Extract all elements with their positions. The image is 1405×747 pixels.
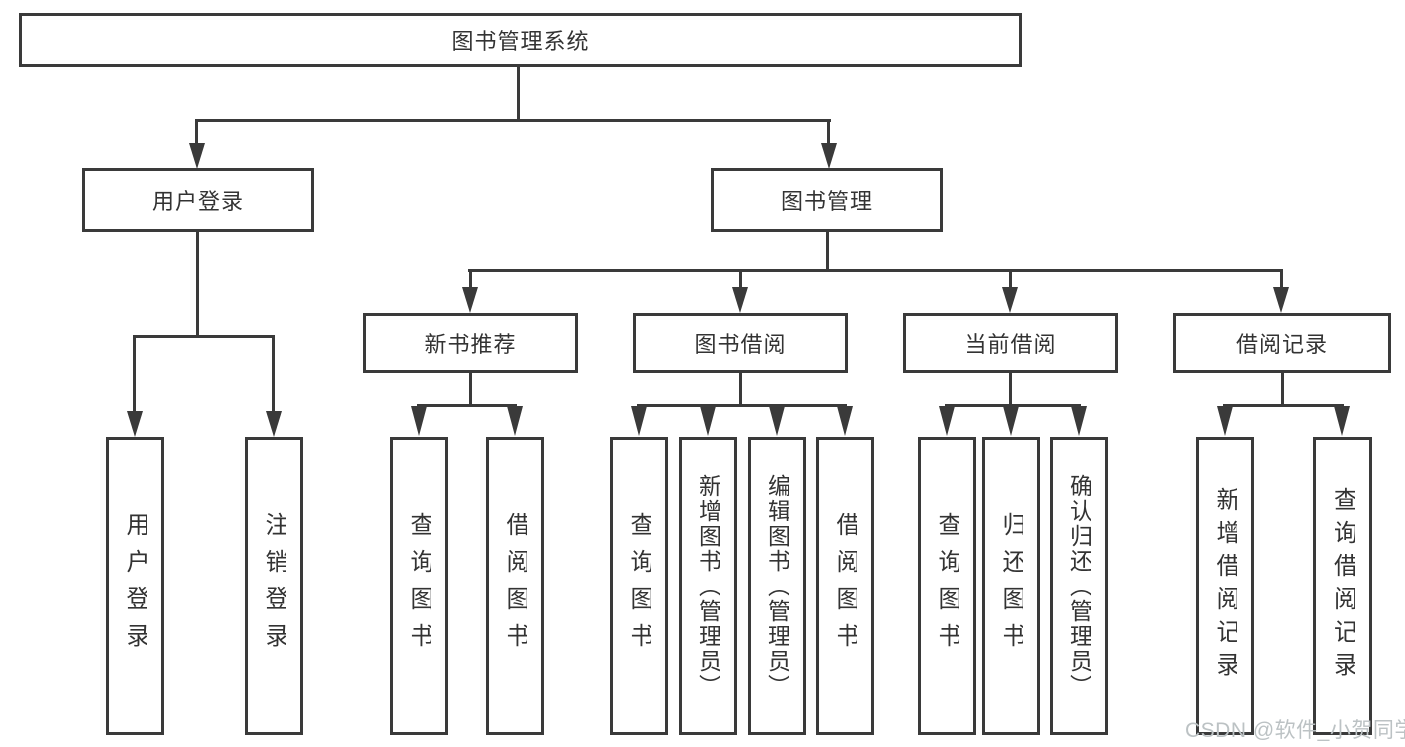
leaf-user-login-label: 用户登录 xyxy=(123,512,147,660)
connector-line xyxy=(739,269,742,289)
connector-line xyxy=(1223,404,1344,407)
arrowhead-icon xyxy=(1217,406,1233,436)
leaf-return-books: 归还图书 xyxy=(982,437,1040,735)
arrowhead-icon xyxy=(1071,406,1087,436)
connector-line xyxy=(1009,269,1012,289)
leaf-query-books-3-label: 查询图书 xyxy=(935,512,959,660)
arrowhead-icon xyxy=(821,143,837,169)
connector-line xyxy=(133,335,136,411)
arrowhead-icon xyxy=(1002,287,1018,313)
connector-line xyxy=(1280,269,1283,289)
csdn-watermark: CSDN @软件_小贺同学 xyxy=(1185,719,1405,742)
arrowhead-icon xyxy=(462,287,478,313)
node-root: 图书管理系统 xyxy=(19,13,1022,67)
node-new-book-recommend-label: 新书推荐 xyxy=(424,332,517,357)
connector-line xyxy=(827,119,830,147)
leaf-query-books-1: 查询图书 xyxy=(390,437,448,735)
leaf-borrow-books-1: 借阅图书 xyxy=(486,437,544,735)
leaf-confirm-return-admin-label: 确认归还（管理员） xyxy=(1067,473,1091,699)
node-user-login: 用户登录 xyxy=(82,168,314,232)
connector-line xyxy=(133,335,275,338)
connector-line xyxy=(195,119,198,147)
connector-line xyxy=(468,269,1282,272)
connector-line xyxy=(469,269,472,289)
leaf-edit-book-admin-label: 编辑图书（管理员） xyxy=(765,473,789,699)
leaf-add-book-admin-label: 新增图书（管理员） xyxy=(696,473,720,699)
connector-line xyxy=(272,335,275,411)
arrowhead-icon xyxy=(700,406,716,436)
leaf-edit-book-admin: 编辑图书（管理员） xyxy=(748,437,806,735)
node-borrow-records: 借阅记录 xyxy=(1173,313,1391,373)
arrowhead-icon xyxy=(189,143,205,169)
connector-line xyxy=(517,67,520,122)
arrowhead-icon xyxy=(631,406,647,436)
node-book-management-label: 图书管理 xyxy=(780,189,873,214)
leaf-query-borrow-record-label: 查询借阅记录 xyxy=(1330,487,1355,685)
connector-line xyxy=(826,232,829,272)
leaf-confirm-return-admin: 确认归还（管理员） xyxy=(1050,437,1108,735)
connector-line xyxy=(1009,373,1012,407)
connector-line xyxy=(945,404,1081,407)
connector-line xyxy=(195,119,831,122)
connector-line xyxy=(196,232,199,338)
node-user-login-label: 用户登录 xyxy=(151,189,244,214)
node-book-management: 图书管理 xyxy=(711,168,943,232)
connector-line xyxy=(637,404,847,407)
node-new-book-recommend: 新书推荐 xyxy=(363,313,578,373)
arrowhead-icon xyxy=(127,411,143,437)
leaf-add-borrow-record-label: 新增借阅记录 xyxy=(1213,487,1237,685)
connector-line xyxy=(1281,373,1284,407)
node-book-borrow: 图书借阅 xyxy=(633,313,848,373)
arrowhead-icon xyxy=(1273,287,1289,313)
arrowhead-icon xyxy=(1003,406,1019,436)
leaf-add-borrow-record: 新增借阅记录 xyxy=(1196,437,1254,735)
leaf-query-books-2: 查询图书 xyxy=(610,437,668,735)
leaf-borrow-books-2: 借阅图书 xyxy=(816,437,874,735)
leaf-logout: 注销登录 xyxy=(245,437,303,735)
leaf-query-books-3: 查询图书 xyxy=(918,437,976,735)
leaf-query-borrow-record: 查询借阅记录 xyxy=(1313,437,1372,735)
arrowhead-icon xyxy=(769,406,785,436)
arrowhead-icon xyxy=(507,406,523,436)
node-root-label: 图书管理系统 xyxy=(451,29,590,54)
arrowhead-icon xyxy=(411,406,427,436)
node-borrow-records-label: 借阅记录 xyxy=(1235,332,1328,357)
leaf-query-books-1-label: 查询图书 xyxy=(407,512,431,660)
arrowhead-icon xyxy=(732,287,748,313)
arrowhead-icon xyxy=(266,411,282,437)
leaf-user-login: 用户登录 xyxy=(106,437,164,735)
node-current-borrow-label: 当前借阅 xyxy=(964,332,1057,357)
leaf-query-books-2-label: 查询图书 xyxy=(627,512,651,660)
node-current-borrow: 当前借阅 xyxy=(903,313,1118,373)
arrowhead-icon xyxy=(939,406,955,436)
connector-line xyxy=(469,373,472,407)
node-book-borrow-label: 图书借阅 xyxy=(694,332,787,357)
leaf-add-book-admin: 新增图书（管理员） xyxy=(679,437,737,735)
connector-line xyxy=(417,404,517,407)
leaf-return-books-label: 归还图书 xyxy=(999,512,1023,660)
leaf-logout-label: 注销登录 xyxy=(262,512,286,660)
connector-line xyxy=(739,373,742,407)
leaf-borrow-books-1-label: 借阅图书 xyxy=(503,512,527,660)
arrowhead-icon xyxy=(1334,406,1350,436)
leaf-borrow-books-2-label: 借阅图书 xyxy=(833,512,857,660)
arrowhead-icon xyxy=(837,406,853,436)
